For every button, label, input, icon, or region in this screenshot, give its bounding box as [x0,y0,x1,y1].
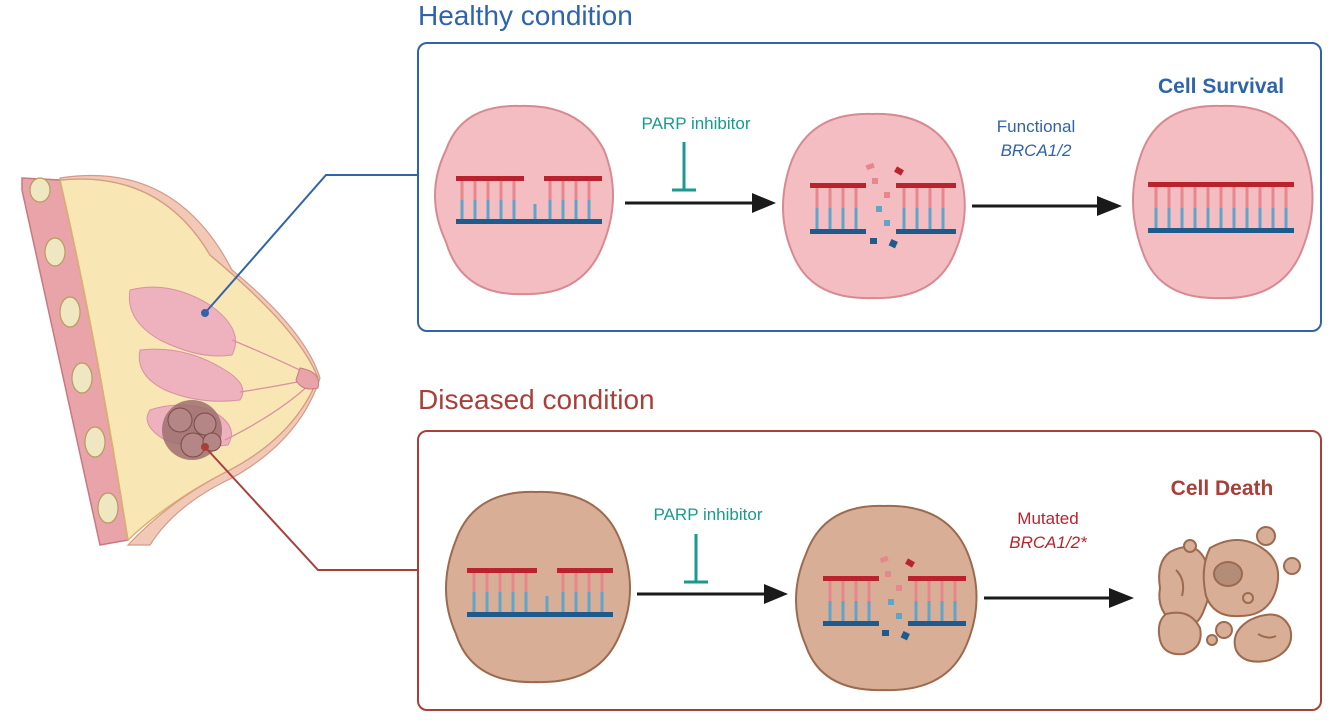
healthy-condition-title: Healthy condition [418,0,633,31]
cell-icon [782,112,966,300]
diseased-repair-label-line1: Mutated [1017,509,1079,528]
cell-icon [795,504,978,692]
arrow-right-icon [984,588,1134,608]
diseased-condition-title: Diseased condition [418,384,655,415]
healthy-inhibitor-label: PARP inhibitor [641,114,751,133]
healthy-connector-line [204,174,417,314]
inhibition-icon [672,142,696,192]
healthy-cell-3 [1132,104,1314,300]
diseased-repair-label-line2: BRCA1/2* [1009,533,1087,552]
dna-break-icon [456,176,602,224]
inhibition-icon [684,534,708,584]
dna-break-icon [467,568,613,617]
tumor-icon [162,400,222,460]
cell-icon [434,104,614,296]
rib-icon [29,177,119,524]
diseased-cell-1 [445,490,631,684]
diseased-connector-line [204,446,417,571]
cell-icon [445,490,631,684]
healthy-repair-label-line1: Functional [996,117,1076,136]
healthy-cell-1 [434,104,614,296]
breast-anatomy-illustration [21,174,321,546]
healthy-repair-label-line2: BRCA1/2 [1000,141,1072,160]
healthy-cell-2 [782,112,966,300]
connector-lines [201,174,417,571]
dna-double-break-icon [810,162,956,249]
arrow-right-icon [625,193,776,213]
apoptotic-cells-icon [1157,526,1301,663]
dna-repaired-icon [1148,182,1294,233]
diseased-condition-panel [417,430,1322,711]
arrow-right-icon [637,584,788,604]
arrow-right-icon [972,196,1122,216]
diseased-cell-2 [795,504,978,692]
diseased-inhibitor-label: PARP inhibitor [653,505,763,524]
healthy-condition-panel [417,42,1322,332]
cell-icon [1132,104,1314,300]
diseased-outcome-label: Cell Death [1170,477,1274,500]
healthy-outcome-label: Cell Survival [1157,75,1285,98]
dna-double-break-icon [823,555,966,641]
